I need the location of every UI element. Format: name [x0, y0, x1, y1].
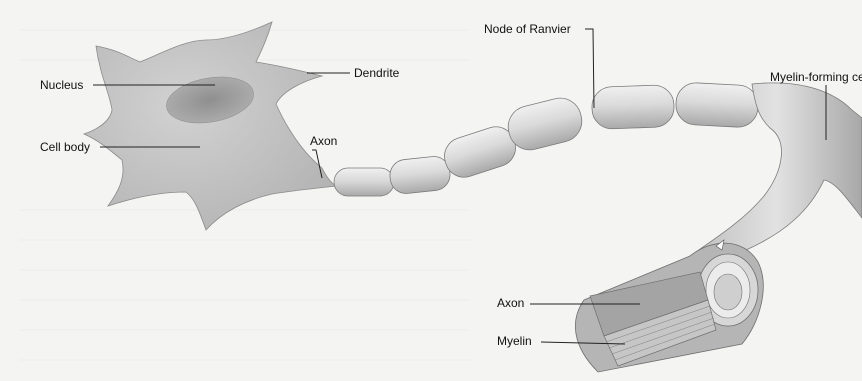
- cell-body-shape: [84, 22, 336, 230]
- label-myelin: Myelin: [497, 334, 532, 348]
- myelin-segment: [504, 94, 586, 155]
- label-node-of-ranvier: Node of Ranvier: [484, 22, 571, 36]
- myelin-segment: [334, 168, 394, 196]
- label-axon-top: Axon: [310, 134, 337, 148]
- label-axon-bottom: Axon: [497, 296, 524, 310]
- myelin-segment: [591, 85, 674, 130]
- leader-node: [585, 29, 594, 108]
- myelin-segment: [388, 155, 451, 195]
- axon-core: [714, 274, 742, 310]
- label-cell-body: Cell body: [40, 140, 90, 154]
- label-myelin-forming-cell: Myelin-forming ce: [770, 70, 862, 84]
- myelin-segments: [334, 82, 759, 196]
- myelin-segment: [675, 82, 759, 128]
- label-dendrite: Dendrite: [354, 66, 399, 80]
- cross-section: [575, 240, 763, 372]
- label-nucleus: Nucleus: [40, 78, 83, 92]
